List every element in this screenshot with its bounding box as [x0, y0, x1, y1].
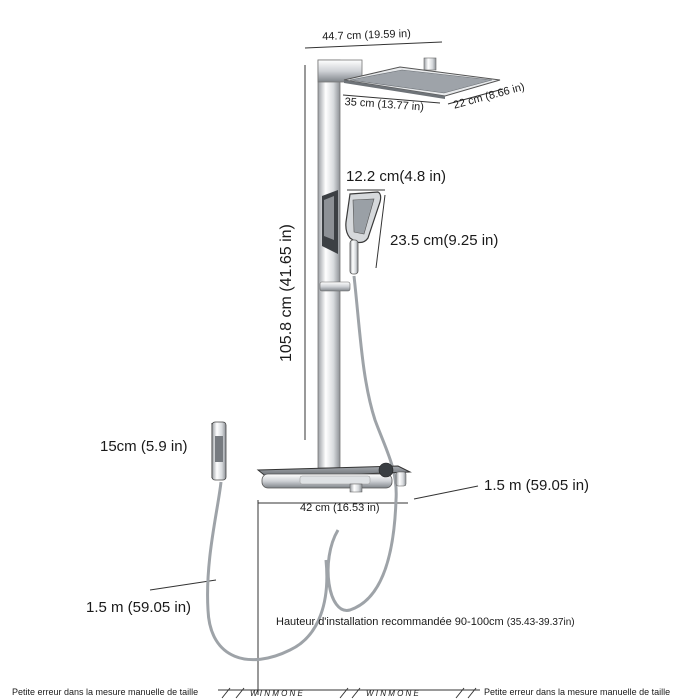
shelf-thermostat: [256, 462, 412, 493]
hose-left-line: [149, 579, 217, 591]
hand-length-label: 23.5 cm(9.25 in): [390, 232, 499, 249]
shelf-width-label: 42 cm (16.53 in): [300, 502, 380, 514]
head-length-line: [342, 94, 441, 104]
install-note-text: Hauteur d'installation recommandée 90-10…: [276, 616, 504, 628]
brand-watermark-right: W I N M O N E: [366, 689, 419, 698]
top-width-line: [304, 41, 443, 49]
brand-watermark-left: W I N M O N E: [250, 689, 303, 698]
handle-shower: [211, 421, 227, 481]
dimension-lines: [149, 41, 504, 695]
footer-left-note: Petite erreur dans la mesure manuelle de…: [12, 687, 199, 697]
hose-right-label: 1.5 m (59.05 in): [484, 477, 590, 494]
hand-shower-bracket: [319, 190, 351, 292]
hose-left-label: 1.5 m (59.05 in): [86, 599, 192, 616]
footer-right-note: Petite erreur dans la mesure manuelle de…: [484, 687, 671, 697]
install-note: Hauteur d'installation recommandée 90-10…: [276, 616, 575, 628]
height-label: 105.8 cm (41.65 in): [278, 224, 295, 362]
head-width-line: [447, 88, 504, 105]
shower-hoses: [206, 275, 398, 662]
install-note-inches: (35.43-39.37in): [506, 617, 575, 628]
footer-brand-strip: [218, 687, 480, 699]
handle-length-label: 15cm (5.9 in): [100, 438, 188, 455]
rain-shower-head: [343, 57, 501, 99]
hand-width-label: 12.2 cm(4.8 in): [346, 168, 447, 185]
hose-right-line: [413, 485, 479, 500]
hand-shower: [345, 191, 382, 275]
hand-length-line: [375, 194, 386, 269]
